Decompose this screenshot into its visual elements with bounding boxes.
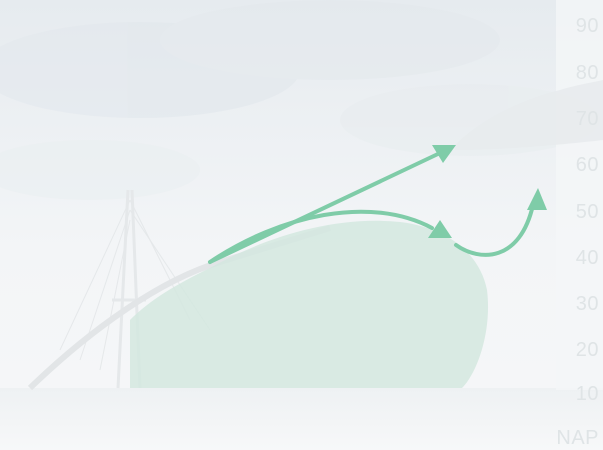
- distant-structure: [455, 80, 603, 150]
- scale-tick-90: 90: [575, 15, 599, 37]
- lower-arrow-icon: [208, 209, 434, 264]
- upper-arrow-icon: [208, 151, 442, 264]
- scale-tick-70: 70: [575, 108, 599, 130]
- scale-tick-50: 50: [575, 201, 599, 223]
- clouds: [0, 0, 600, 200]
- lower-arrowhead-icon: [428, 220, 452, 238]
- scale-tick-60: 60: [575, 154, 599, 176]
- scale-tick-10: 10: [575, 383, 599, 405]
- height-scale: 90 80 70 60 50 40 30 20 10 NAP: [555, 0, 599, 450]
- scale-tick-nap: NAP: [556, 427, 599, 449]
- scale-tick-80: 80: [575, 62, 599, 84]
- arrows: [208, 145, 547, 264]
- rebound-arrowhead-icon: [527, 188, 547, 210]
- scale-tick-20: 20: [575, 339, 599, 361]
- upper-arrowhead-icon: [432, 145, 456, 163]
- scale-tick-30: 30: [575, 293, 599, 315]
- rebound-arrow-icon: [454, 203, 535, 257]
- settlement-zone: [130, 220, 489, 388]
- scale-tick-40: 40: [575, 247, 599, 269]
- scale-panel: [556, 0, 603, 390]
- water: [0, 388, 603, 450]
